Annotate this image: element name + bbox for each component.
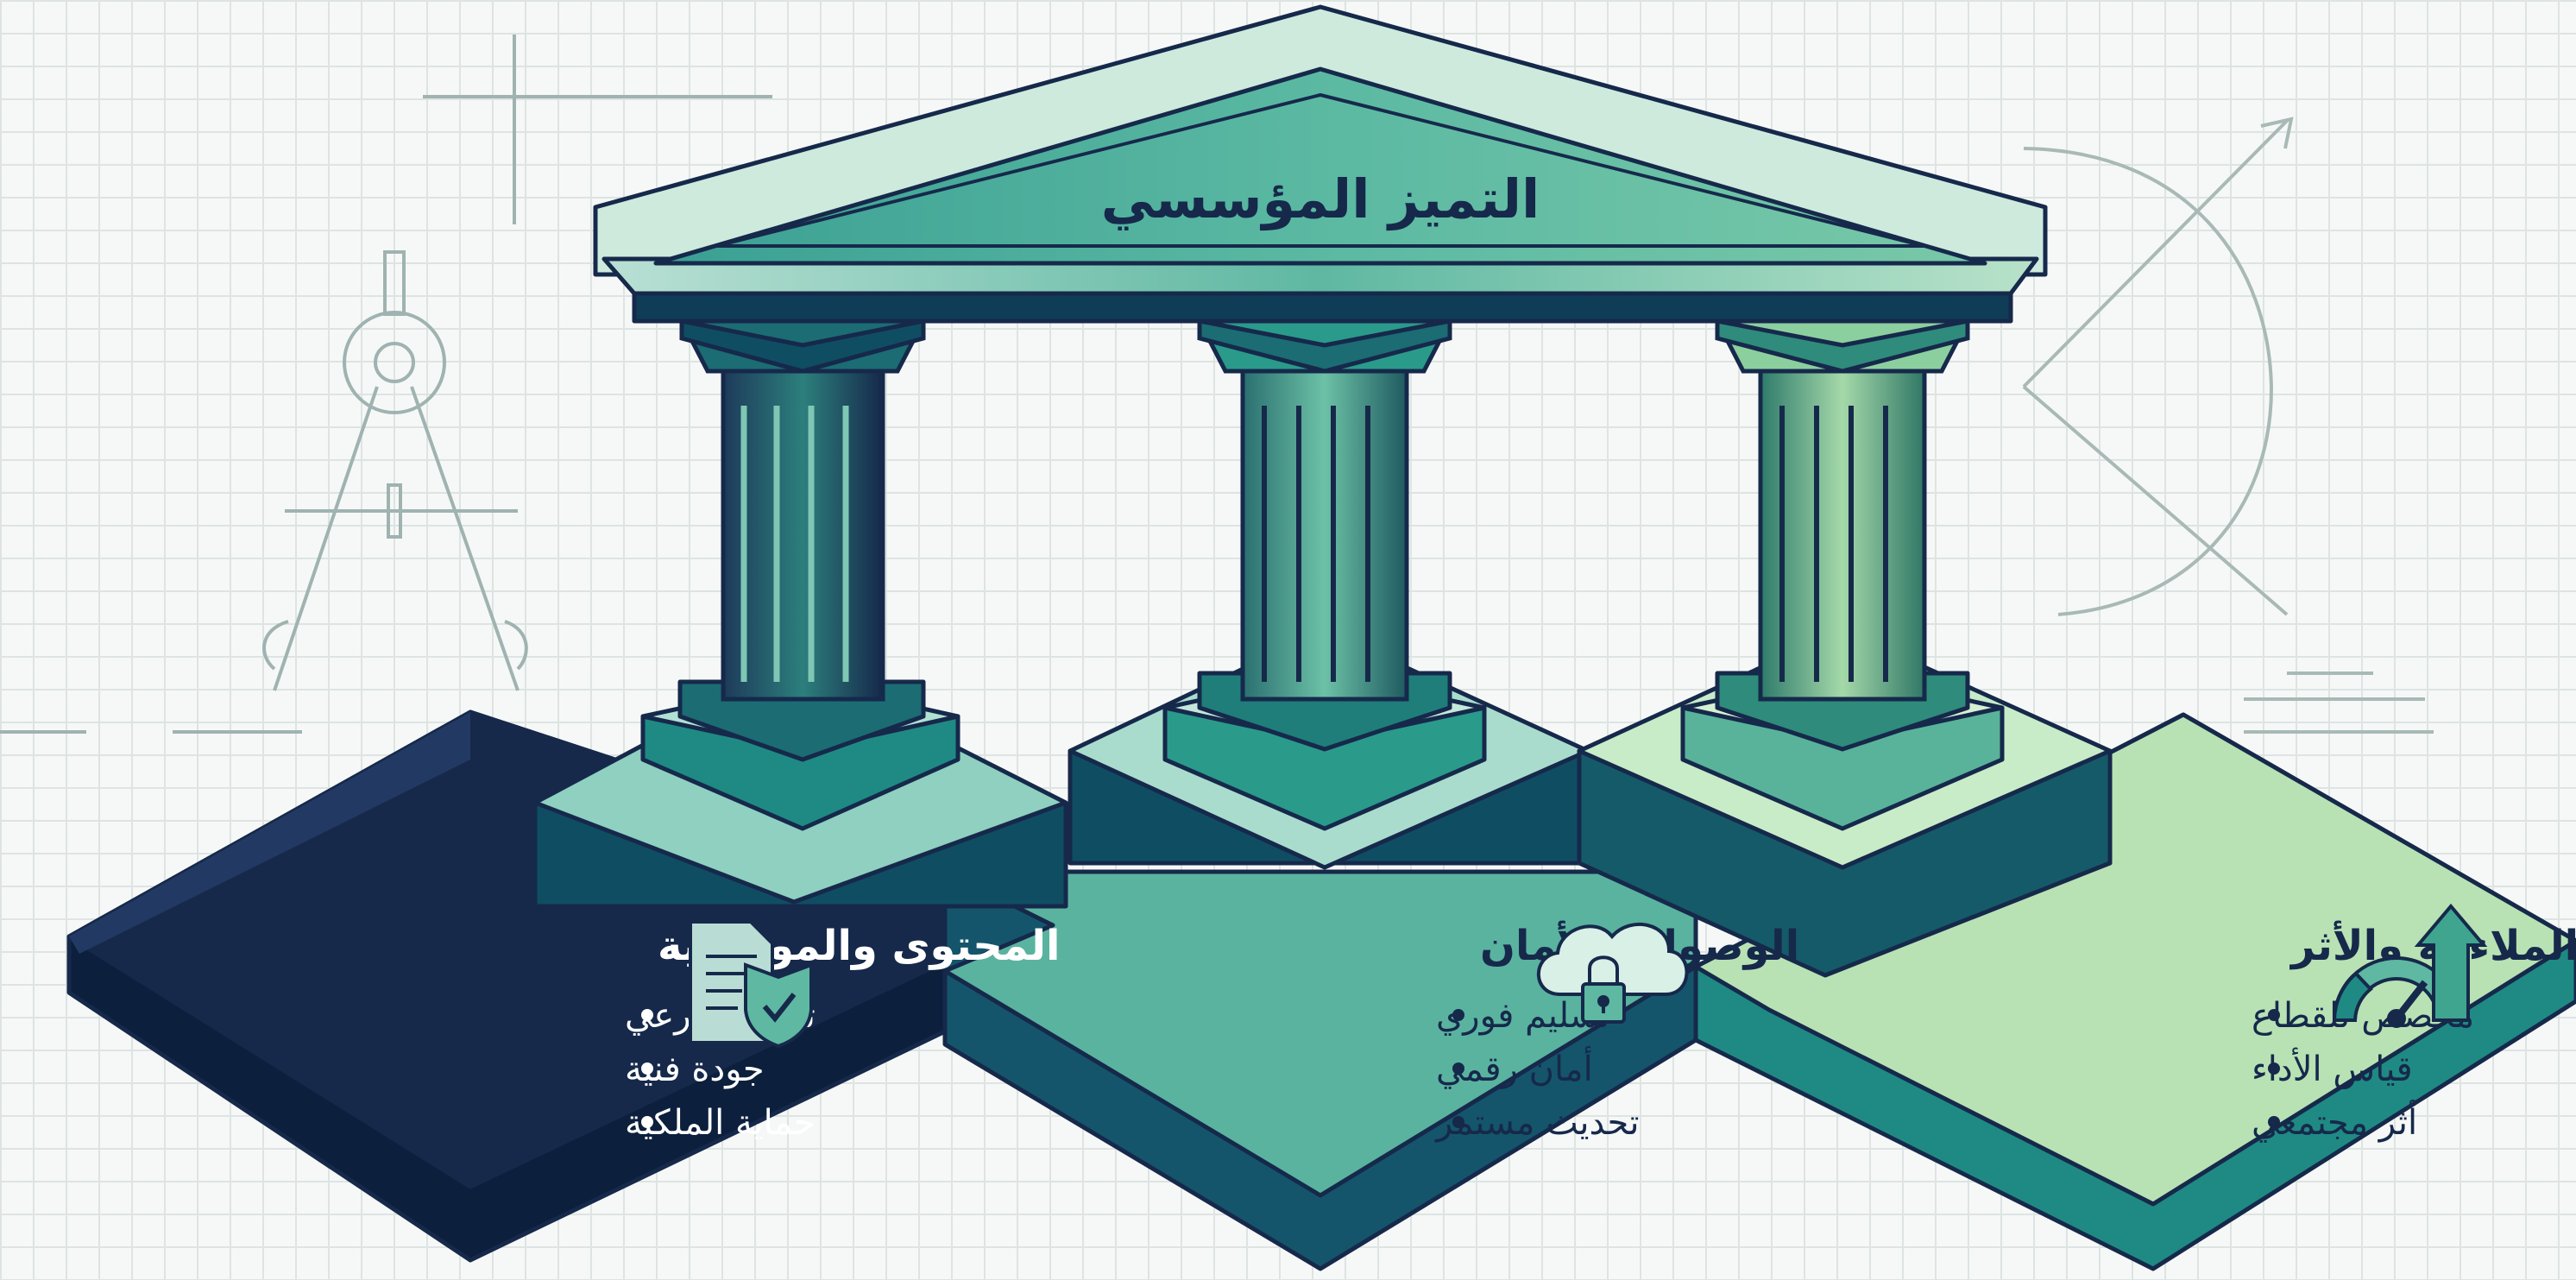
list-item: جودة فنية — [625, 1050, 765, 1089]
list-item: تحديث مستمر — [1434, 1103, 1639, 1143]
compass-sketch — [0, 35, 772, 734]
cloud-lock-icon — [1536, 922, 1689, 1024]
pillar-content-and-credibility: المحتوى والموثوقية توافق شرعي جودة فنية … — [625, 920, 1060, 1143]
pillar-access-and-security: الوصول والأمان تسليم فوري أمان رقمي تحدي… — [1434, 920, 1799, 1143]
pillar-list: تسليم فوري أمان رقمي تحديث مستمر — [1434, 996, 1639, 1143]
temple-roof — [593, 4, 2048, 324]
column-mid — [1195, 318, 1454, 702]
list-item: قياس الأداء — [2252, 1047, 2413, 1089]
diagram-title: التميز المؤسسي — [1101, 167, 1540, 230]
list-item: أثر مجتمعي — [2252, 1100, 2417, 1143]
document-shield-icon — [689, 920, 813, 1049]
pillar-list: مخصص للقطاع قياس الأداء أثر مجتمعي — [2252, 996, 2474, 1143]
list-item: حماية الملكية — [625, 1103, 816, 1143]
pillar-relevance-and-impact: الملاءمة والأثر مخصص للقطاع قياس الأداء … — [2252, 903, 2576, 1143]
gauge-arrow-icon — [2332, 903, 2488, 1028]
column-right — [1713, 318, 1972, 702]
protractor-sketch — [2022, 117, 2434, 734]
list-item: أمان رقمي — [1436, 1046, 1593, 1089]
column-left — [677, 318, 928, 702]
